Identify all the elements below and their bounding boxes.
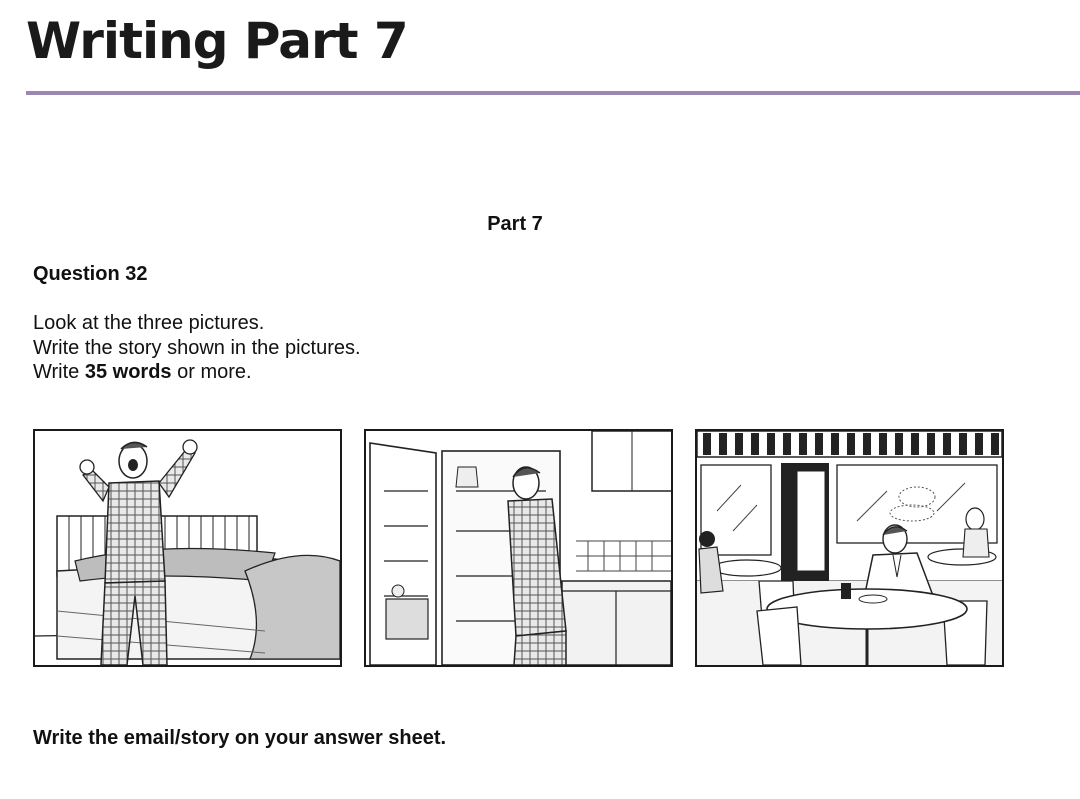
picture-3 [695,429,1004,667]
instructions: Look at the three pictures. Write the st… [33,311,361,385]
instruction-line-3-end: or more. [171,361,252,383]
man-waking-up-in-bedroom-icon [35,431,340,665]
instruction-line-1: Look at the three pictures. [33,312,265,334]
page-title: Writing Part 7 [26,12,409,70]
word-count-requirement: 35 words [84,361,172,383]
instruction-line-3: Write 35 words or more. [33,360,361,385]
man-looking-in-fridge-icon [366,431,671,665]
question-label: Question 32 [33,263,148,285]
man-sitting-in-cafe-icon [697,431,1002,665]
answer-sheet-instruction: Write the email/story on your answer she… [33,727,447,749]
instruction-line-3-start: Write [33,361,85,383]
instruction-line-2: Write the story shown in the pictures. [33,336,361,359]
picture-2 [364,429,673,667]
picture-1 [33,429,342,667]
part-heading: Part 7 [487,213,543,235]
title-divider [26,91,1080,95]
